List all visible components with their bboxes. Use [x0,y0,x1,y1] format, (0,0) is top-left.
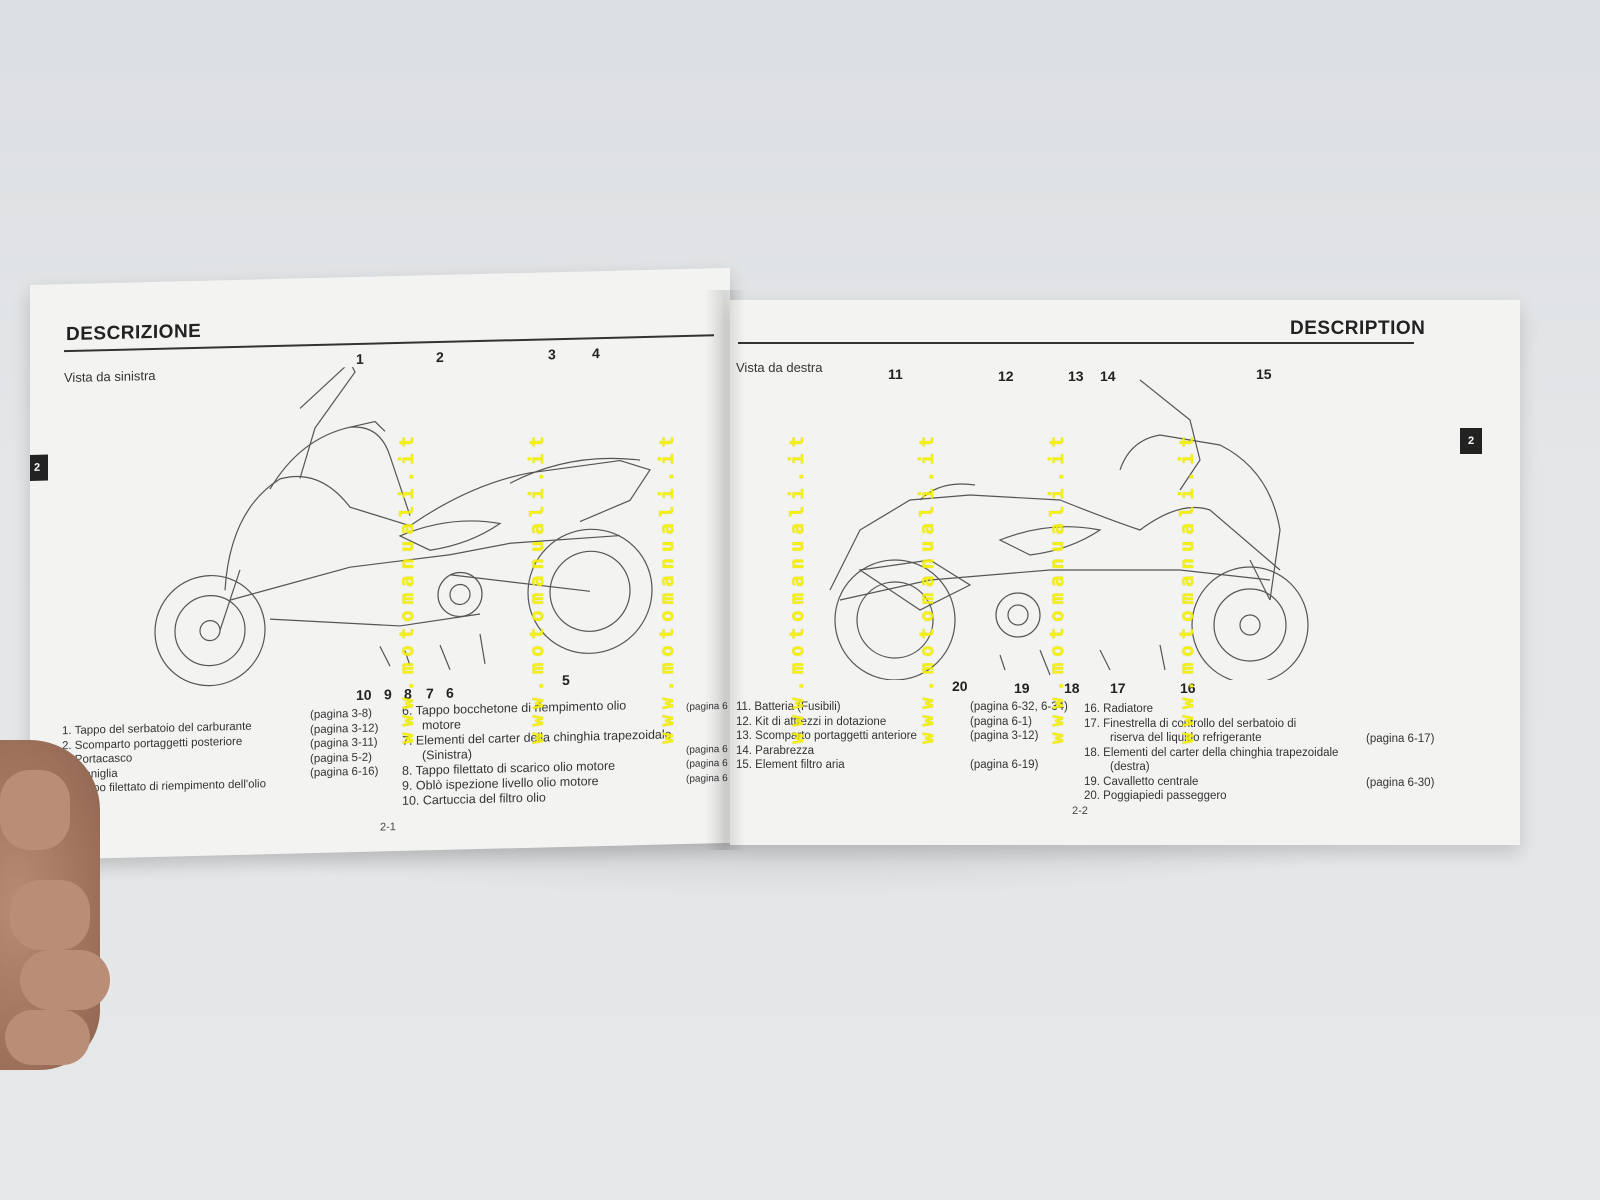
watermark-4: www.motomanuali.it [786,430,808,744]
part-item-16: 16. Radiatore [1084,703,1154,715]
part-page-15: (pagina 6-19) [970,759,1039,771]
callout-15: 15 [1256,366,1272,382]
watermark-2: www.motomanuali.it [526,430,548,744]
finger-1 [10,880,90,950]
book-gutter [705,290,745,850]
right-chapter-tab: 2 [1460,428,1482,454]
part-page-1: (pagina 3-8) [310,707,373,722]
left-page-title: DESCRIZIONE [66,320,202,346]
callout-12: 12 [998,368,1014,384]
part-page-5: (pagina 6-16) [310,765,379,780]
scooter-right-drawing [829,379,1309,680]
part-page-19: (pagina 6-30) [1366,776,1435,789]
watermark-6: www.motomanuali.it [1046,430,1068,744]
part-page-14 [970,744,1068,759]
part-page-3: (pagina 3-11) [310,736,378,751]
right-parts-pages-1: (pagina 6-32, 6-34) (pagina 6-1) (pagina… [970,700,1068,773]
watermark-7: www.motomanuali.it [1176,430,1198,744]
right-view-label: Vista da destra [736,360,823,375]
left-view-label: Vista da sinistra [64,367,156,386]
part-item-18: 18. Elementi del carter della chinghia t… [1084,746,1339,759]
right-title-rule [738,342,1414,344]
right-parts-list-1: 11. Batteria (Fusibili) 12. Kit di attre… [736,700,917,773]
watermark-1: www.motomanuali.it [396,430,418,744]
scooter-left-drawing [154,361,653,687]
watermark-5: www.motomanuali.it [916,430,938,744]
part-item-14: 14. Parabrezza [736,744,814,757]
left-page-number: 2-1 [380,821,396,834]
part-item-18-cont: (destra) [1110,761,1150,773]
callout-19: 19 [1014,680,1030,696]
left-page: DESCRIZIONE Vista da sinistra 2 1 2 3 4 … [30,267,730,861]
right-parts-pages-2: (pagina 6-17) (pagina 6-30) [1366,732,1434,790]
callout-13: 13 [1068,368,1084,384]
callout-1: 1 [356,350,364,368]
part-page-12: (pagina 6-1) [970,715,1033,728]
part-page-17: (pagina 6-17) [1366,733,1435,745]
right-page-title: DESCRIPTION [1290,318,1426,339]
part-item-19: 19. Cavalletto centrale [1084,775,1199,788]
callout-20: 20 [952,678,968,694]
part-page-13: (pagina 3-12) [970,730,1039,742]
watermark-3: www.motomanuali.it [656,430,678,744]
callout-2: 2 [436,348,444,366]
callout-11: 11 [888,366,903,382]
left-chapter-tab: 2 [30,454,48,482]
callout-18: 18 [1064,680,1080,696]
part-page-11: (pagina 6-32, 6-34) [970,701,1068,713]
part-item-12: 12. Kit di attrezzi in dotazione [736,715,887,728]
right-page-number: 2-2 [1072,805,1088,817]
callout-14: 14 [1100,368,1116,384]
part-item-20: 20. Poggiapiedi passeggero [1084,790,1227,802]
finger-2 [20,950,110,1010]
right-page: DESCRIPTION Vista da destra 2 11 12 13 1… [730,300,1520,845]
callout-3: 3 [548,346,556,363]
callout-4: 4 [592,345,600,362]
thumb [0,770,70,850]
finger-3 [5,1010,90,1065]
part-item-15: 15. Element filtro aria [736,759,845,771]
right-parts-list-2: 16. Radiatore 17. Finestrella di control… [1084,702,1338,804]
callout-17: 17 [1110,680,1126,696]
part-item-17-cont: riserva del liquido refrigerante [1110,732,1262,744]
part-item-17: 17. Finestrella di controllo del serbato… [1084,717,1297,730]
part-item-11: 11. Batteria (Fusibili) [736,701,841,713]
part-item-13: 13. Scomparto portaggetti anteriore [736,730,917,742]
callout-16: 16 [1180,680,1196,696]
left-parts-pages-1: (pagina 3-8) (pagina 3-12) (pagina 3-11)… [310,706,378,780]
